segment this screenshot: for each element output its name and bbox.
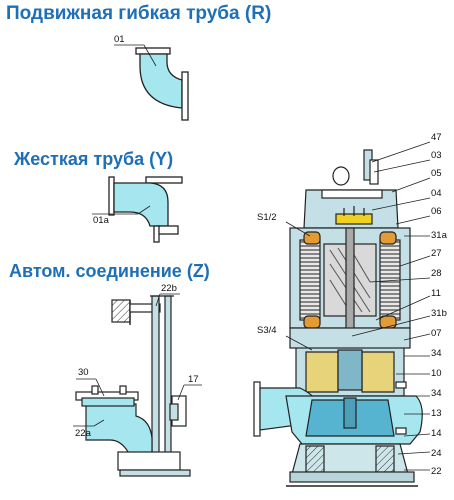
label-s3-4: S3/4 <box>257 325 277 336</box>
label-22: 22 <box>431 466 442 477</box>
label-47: 47 <box>431 132 442 143</box>
auto-coupling-assembly <box>75 295 191 477</box>
label-01: 01 <box>114 34 125 45</box>
heading-flexible-pipe: Подвижная гибкая труба (R) <box>6 3 272 24</box>
label-24: 24 <box>431 448 442 459</box>
label-30: 30 <box>78 367 89 378</box>
label-01a: 01a <box>93 215 110 226</box>
elbow-flexible <box>135 47 189 121</box>
label-34-upper: 34 <box>431 348 442 359</box>
label-10: 10 <box>431 368 442 379</box>
label-34-lower: 34 <box>431 388 442 399</box>
label-s1-2: S1/2 <box>257 212 277 223</box>
heading-auto-coupling: Автом. соединение (Z) <box>9 261 210 281</box>
elbow-rigid <box>108 176 183 243</box>
leader-lines <box>285 141 431 471</box>
heading-rigid-pipe: Жесткая труба (Y) <box>14 149 174 169</box>
label-17: 17 <box>188 374 199 385</box>
label-13: 13 <box>431 408 442 419</box>
label-14: 14 <box>431 428 442 439</box>
label-27: 27 <box>431 248 442 259</box>
label-03: 03 <box>431 150 442 161</box>
label-04: 04 <box>431 188 442 199</box>
label-31a: 31a <box>431 230 448 241</box>
pump-cross-section <box>253 149 423 487</box>
label-28: 28 <box>431 268 442 279</box>
label-06: 06 <box>431 206 442 217</box>
label-11: 11 <box>431 288 441 299</box>
label-22b: 22b <box>161 283 177 294</box>
label-05: 05 <box>431 168 442 179</box>
label-22a: 22a <box>75 428 92 439</box>
label-31b: 31b <box>431 308 447 319</box>
label-07: 07 <box>431 328 442 339</box>
